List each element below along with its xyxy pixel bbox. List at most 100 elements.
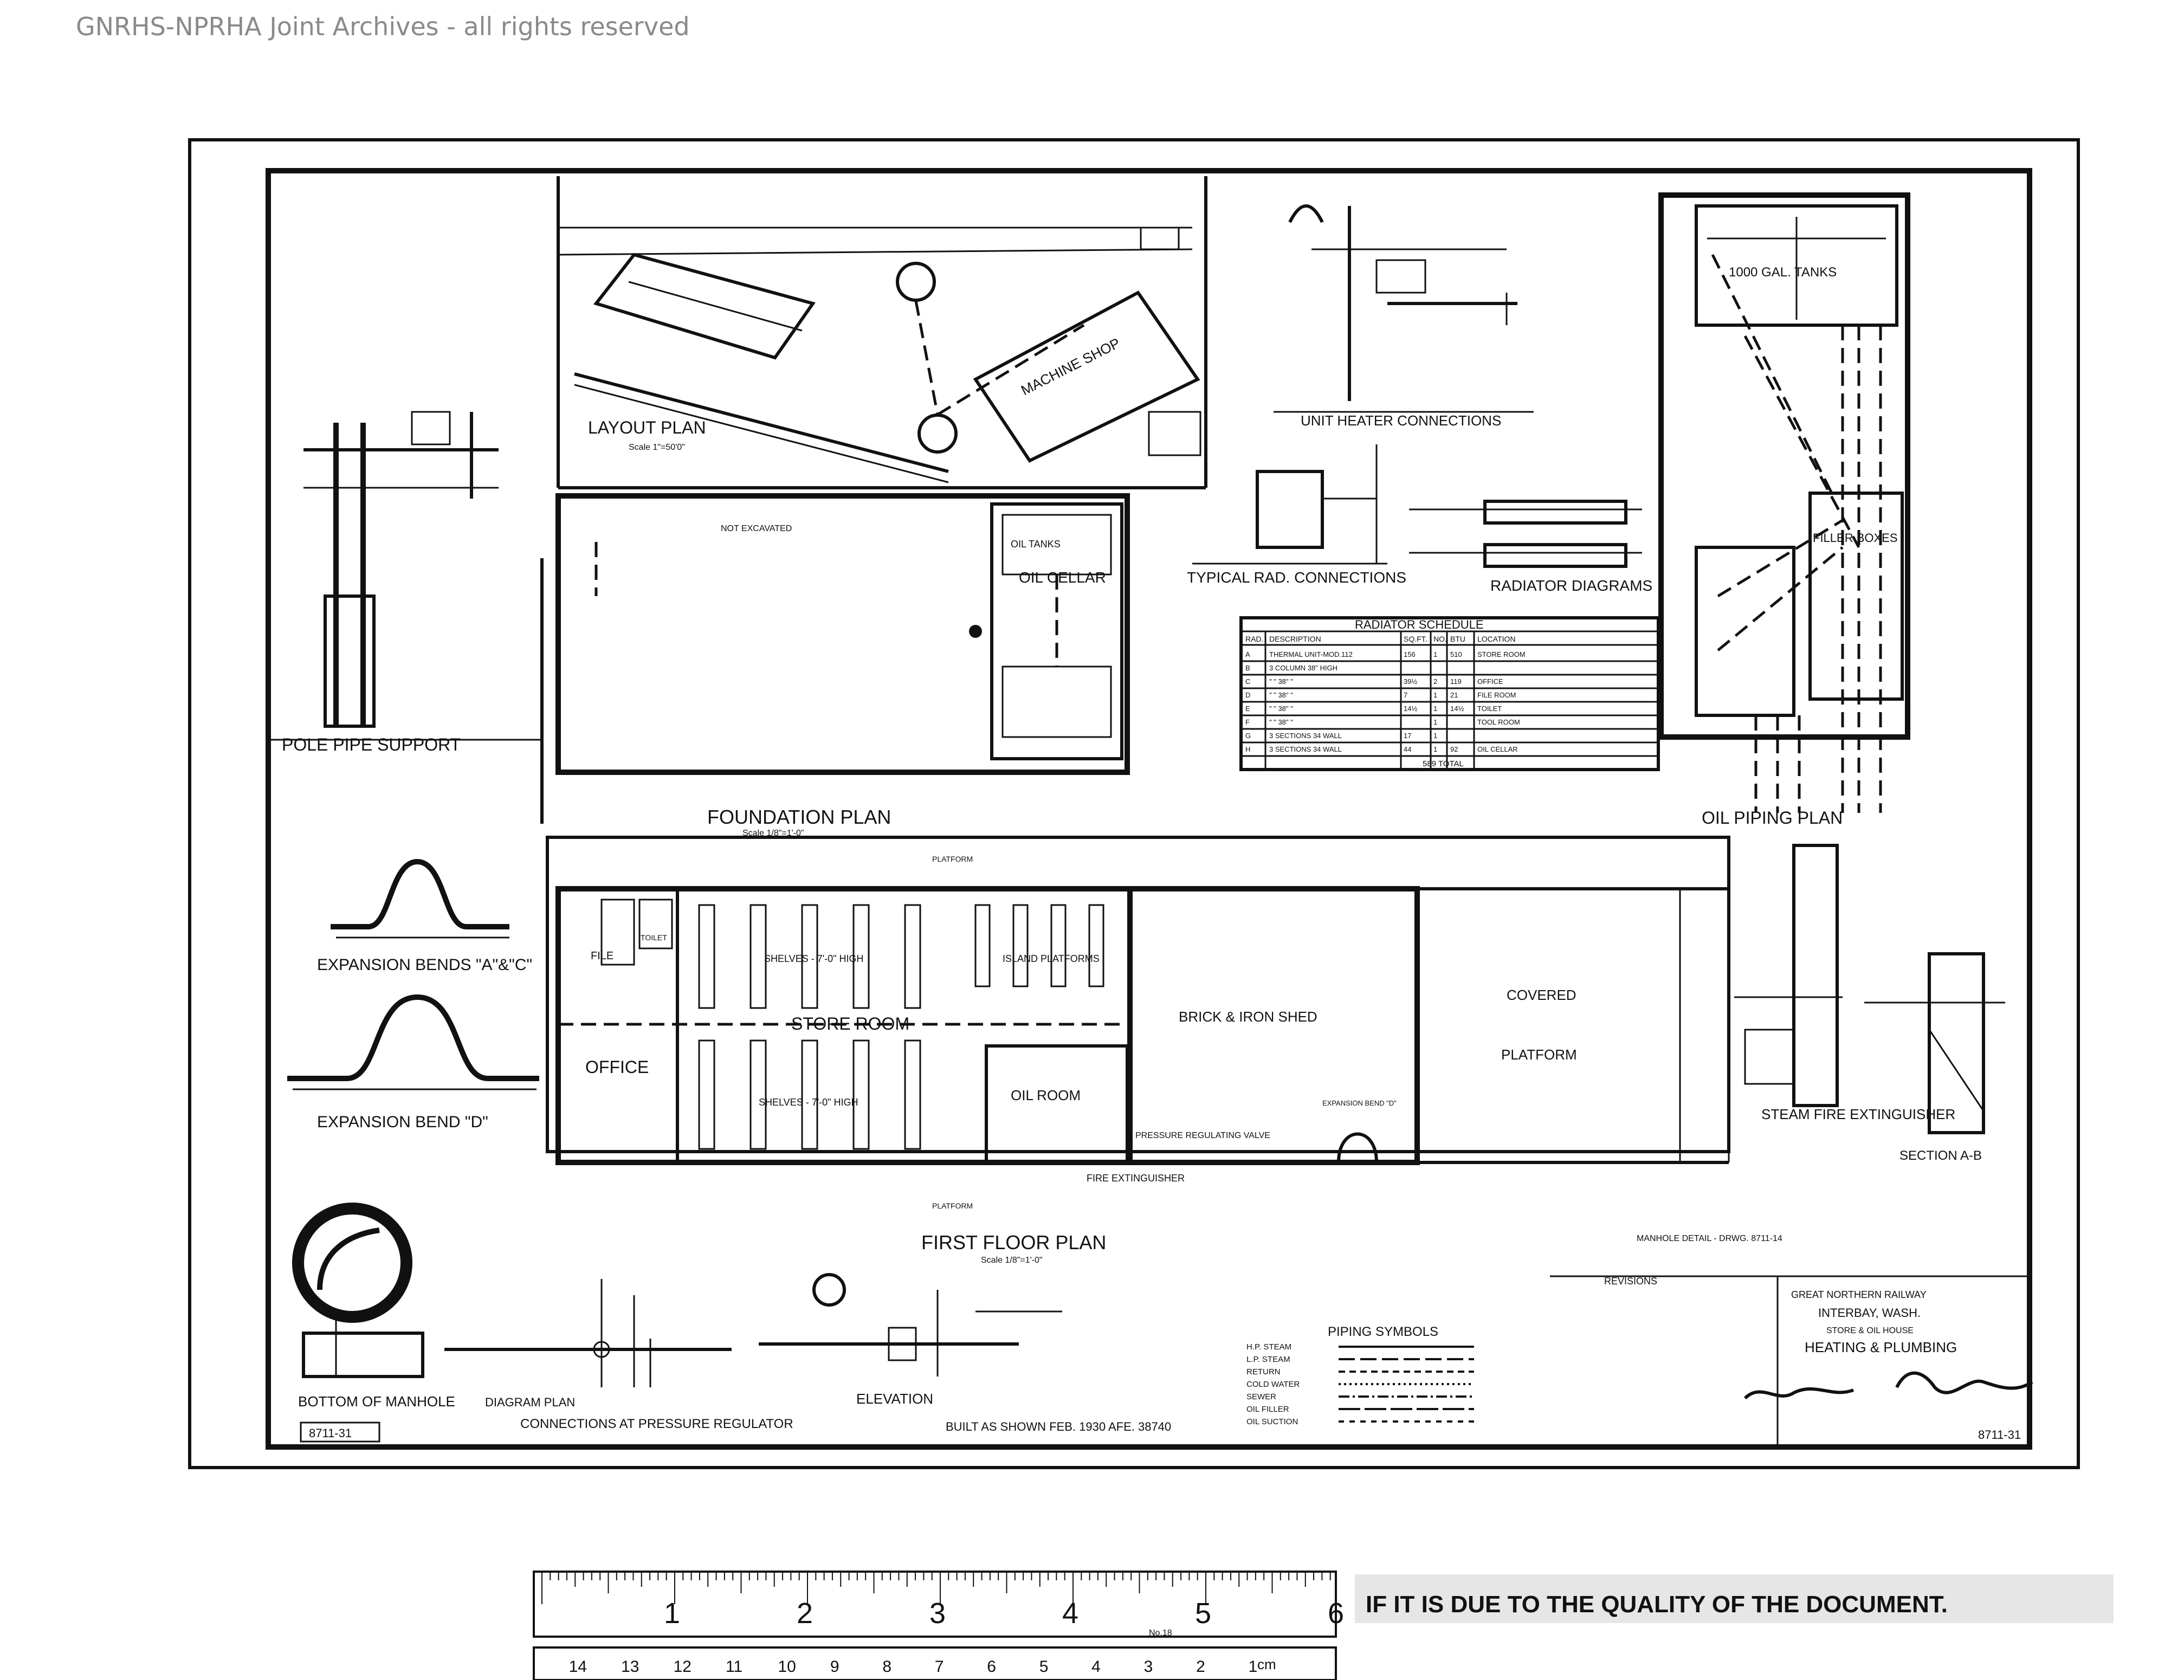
schedule-header: SQ.FT. — [1404, 635, 1427, 643]
schedule-cell: E — [1245, 705, 1250, 713]
shelves-top-label: SHELVES - 7'-0" HIGH — [764, 953, 864, 964]
pressure-valve-label: PRESSURE REGULATING VALVE — [1135, 1131, 1270, 1140]
radiator-connections: TYPICAL RAD. CONNECTIONS RADIATOR DIAGRA… — [1187, 444, 1652, 594]
schedule-cell: OIL CELLAR — [1477, 745, 1518, 753]
store-room-label: STORE ROOM — [791, 1014, 909, 1033]
piping-symbol-label: OIL FILLER — [1246, 1405, 1289, 1414]
schedule-cell: " " 38" " — [1269, 705, 1293, 713]
schedule-cell: 17 — [1404, 732, 1411, 740]
typical-rad-title: TYPICAL RAD. CONNECTIONS — [1187, 569, 1406, 586]
steam-fire-extinguisher: STEAM FIRE EXTINGUISHER SECTION A-B — [1734, 844, 2005, 1163]
schedule-cell: 14½ — [1404, 705, 1417, 713]
schedule-cell: 7 — [1404, 691, 1407, 699]
schedule-header: LOCATION — [1477, 635, 1516, 643]
schedule-cell: 21 — [1450, 691, 1458, 699]
ruler-cm-number: 6 — [987, 1658, 996, 1676]
title-block: MANHOLE DETAIL - DRWG. 8711-14 REVISIONS… — [300, 1234, 2033, 1447]
platform-top-label: PLATFORM — [932, 855, 973, 863]
sheet-outer-border — [188, 138, 2080, 1469]
platform-bottom-label: PLATFORM — [932, 1201, 973, 1210]
signature-right — [1895, 1371, 2033, 1394]
shelf — [904, 904, 921, 1009]
schedule-cell: 44 — [1404, 745, 1411, 753]
schedule-cell: 1 — [1433, 732, 1437, 740]
ruler-inch-number: 1 — [664, 1597, 680, 1630]
shelf — [801, 904, 818, 1009]
ruler-cm-number: 2 — [1196, 1658, 1205, 1676]
piping-symbol-label: COLD WATER — [1246, 1380, 1300, 1389]
ruler-cm-number: 3 — [1144, 1658, 1153, 1676]
shelves-bottom-label: SHELVES - 7'-0" HIGH — [759, 1097, 858, 1108]
schedule-cell: A — [1245, 650, 1250, 658]
ruler-inch-number: 2 — [797, 1597, 813, 1630]
covered-platform-label-2: PLATFORM — [1501, 1046, 1577, 1063]
piping-symbol-label: H.P. STEAM — [1246, 1342, 1291, 1352]
schedule-cell: FILE ROOM — [1477, 691, 1516, 699]
schedule-cell: D — [1245, 691, 1250, 699]
schedule-cell: " " 38" " — [1269, 718, 1293, 726]
quality-notice: IF IT IS DUE TO THE QUALITY OF THE DOCUM… — [1355, 1574, 2114, 1623]
ruler-cm-unit: cm — [1257, 1656, 1276, 1672]
fire-extinguisher-label: FIRE EXTINGUISHER — [1087, 1173, 1185, 1184]
schedule-cell: 156 — [1404, 650, 1416, 658]
bottom-of-manhole-title: BOTTOM OF MANHOLE — [298, 1393, 455, 1410]
foundation-plan-scale: Scale 1/8"=1'-0" — [742, 829, 804, 838]
schedule-cell: 1 — [1433, 705, 1437, 713]
shelf — [904, 1039, 921, 1150]
ruler-cm-number: 10 — [778, 1658, 796, 1676]
ruler-cm-number: 4 — [1091, 1658, 1101, 1676]
brick-iron-shed-label: BRICK & IRON SHED — [1179, 1009, 1317, 1025]
revisions-title: REVISIONS — [1604, 1276, 1657, 1287]
radiator-schedule-title: RADIATOR SCHEDULE — [1355, 618, 1484, 631]
file-room-label: FILE — [591, 950, 613, 962]
schedule-cell: " " 38" " — [1269, 677, 1293, 686]
railway-name: GREAT NORTHERN RAILWAY — [1791, 1289, 1927, 1300]
oil-tanks-label: OIL TANKS — [1011, 539, 1061, 550]
ruler-cm-number: 8 — [882, 1658, 891, 1676]
schedule-cell: TOILET — [1477, 705, 1502, 713]
ruler-model: No.18 — [1149, 1629, 1172, 1638]
drawing-number-right: 8711-31 — [1978, 1428, 2021, 1442]
ruler-inch-number: 5 — [1195, 1597, 1211, 1630]
toilet-label: TOILET — [641, 933, 667, 942]
expansion-bend-d-title: EXPANSION BEND "D" — [317, 1113, 488, 1131]
piping-symbols-title: PIPING SYMBOLS — [1328, 1324, 1438, 1339]
steam-fire-extinguisher-title: STEAM FIRE EXTINGUISHER — [1761, 1106, 1955, 1122]
layout-plan: LAYOUT PLAN Scale 1"=50'0" MACHINE SHOP — [557, 176, 1207, 489]
pole-pipe-support: POLE PIPE SUPPORT — [268, 411, 544, 824]
schedule-cell: 3 COLUMN 38" HIGH — [1269, 664, 1337, 672]
schedule-cell: C — [1245, 677, 1250, 686]
drawing-subject: HEATING & PLUMBING — [1805, 1339, 1957, 1355]
schedule-cell: 1 — [1433, 691, 1437, 699]
shelf — [852, 1039, 870, 1150]
schedule-cell: OFFICE — [1477, 677, 1503, 686]
pressure-regulator-connections: DIAGRAM PLAN ELEVATION CONNECTIONS AT PR… — [444, 1273, 1171, 1433]
ruler-cm-number: 1 — [1249, 1658, 1258, 1676]
building-name: STORE & OIL HOUSE — [1826, 1326, 1914, 1335]
shelf — [698, 904, 715, 1009]
section-title: SECTION A-B — [1899, 1148, 1982, 1163]
schedule-cell: 2 — [1433, 677, 1437, 686]
ruler-cm-number: 5 — [1039, 1658, 1049, 1676]
island-platforms-label: ISLAND PLATFORMS — [1003, 953, 1100, 964]
covered-platform-label-1: COVERED — [1507, 987, 1576, 1003]
schedule-cell: TOOL ROOM — [1477, 718, 1520, 726]
radiator-schedule-total: 589 TOTAL — [1423, 759, 1464, 768]
oil-piping-plan-title: OIL PIPING PLAN — [1702, 808, 1843, 828]
ruler-cm-number: 13 — [621, 1658, 639, 1676]
shelf — [749, 1039, 767, 1150]
island-platform — [1050, 904, 1067, 987]
expansion-bends: EXPANSION BENDS "A"&"C" EXPANSION BEND "… — [287, 858, 539, 1131]
island-platform — [974, 904, 991, 987]
piping-symbol-label: RETURN — [1246, 1367, 1281, 1377]
sheet-inner-border — [266, 168, 2032, 1450]
schedule-cell: G — [1245, 732, 1251, 740]
machine-shop-label: MACHINE SHOP — [1018, 334, 1123, 398]
ruler-inch-number: 6 — [1328, 1597, 1344, 1630]
connections-at-regulator-title: CONNECTIONS AT PRESSURE REGULATOR — [520, 1417, 793, 1431]
first-floor-plan-scale: Scale 1/8"=1'-0" — [981, 1256, 1043, 1265]
pole-pipe-support-title: POLE PIPE SUPPORT — [282, 735, 461, 754]
